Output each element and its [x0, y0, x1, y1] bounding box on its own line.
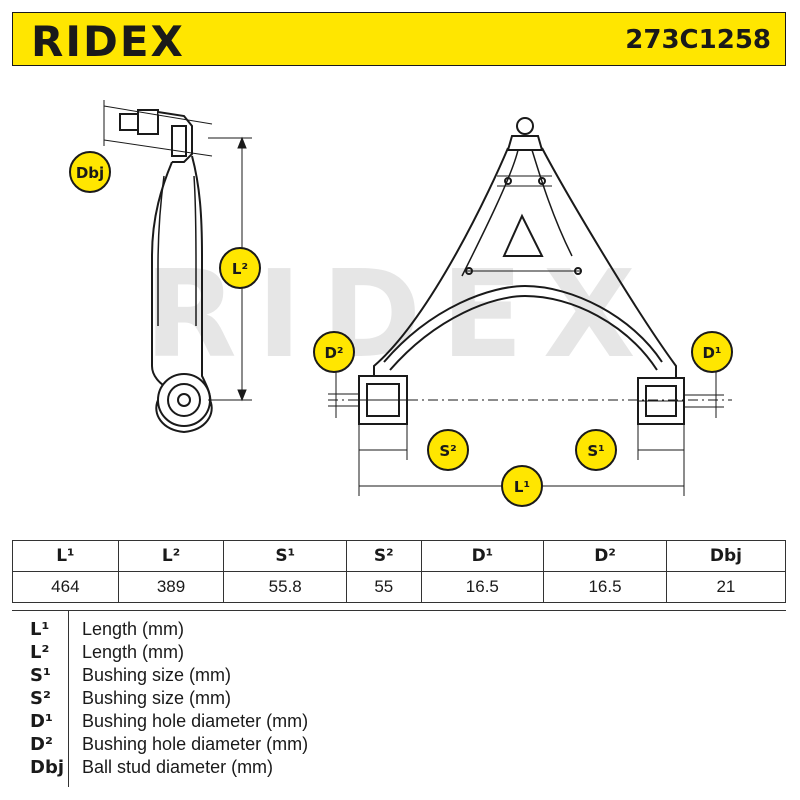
- spec-header: D¹: [420, 540, 545, 572]
- legend-description: Bushing hole diameter (mm): [82, 734, 309, 754]
- legend-item: L² Length (mm): [12, 642, 786, 664]
- legend-description: Bushing hole diameter (mm): [82, 711, 309, 731]
- legend-symbol: S¹: [30, 665, 51, 686]
- svg-text:Dbj: Dbj: [76, 164, 104, 182]
- spec-value: 16.5: [420, 571, 545, 603]
- svg-text:S²: S²: [439, 442, 456, 460]
- svg-text:S¹: S¹: [587, 442, 604, 460]
- legend-item: S¹ Bushing size (mm): [12, 665, 786, 687]
- spec-header: S²: [346, 540, 422, 572]
- legend-item: L¹ Length (mm): [12, 619, 786, 641]
- spec-value: 55.8: [223, 571, 348, 603]
- legend-description: Length (mm): [82, 642, 185, 662]
- svg-text:L¹: L¹: [514, 478, 530, 496]
- dim-label-l1: L¹: [501, 465, 543, 507]
- front-view-arm: [358, 117, 685, 425]
- spec-value: 55: [346, 571, 422, 603]
- spec-value: 464: [12, 571, 119, 603]
- dim-label-s1: S¹: [575, 429, 617, 471]
- spec-value: 16.5: [543, 571, 667, 603]
- side-view-arm: [119, 109, 213, 434]
- legend-symbol: S²: [30, 688, 51, 709]
- legend-item: D¹ Bushing hole diameter (mm): [12, 711, 786, 733]
- specs-value-row: 464 389 55.8 55 16.5 16.5 21: [12, 571, 787, 603]
- legend-description: Bushing size (mm): [82, 665, 232, 685]
- legend-item: D² Bushing hole diameter (mm): [12, 734, 786, 756]
- dim-label-d2: D²: [313, 331, 355, 373]
- technical-drawing: RIDEX: [12, 66, 786, 540]
- spec-header: L²: [117, 540, 225, 572]
- spec-header: Dbj: [665, 540, 787, 572]
- specs-table: L¹ L² S¹ S² D¹ D² Dbj 464 389 55.8 55 16…: [12, 540, 787, 603]
- brand-header: RIDEX 273C1258: [12, 12, 786, 66]
- svg-text:D¹: D¹: [702, 344, 721, 362]
- legend-symbol: D¹: [30, 711, 53, 732]
- legend-symbol: Dbj: [30, 757, 64, 778]
- part-number: 273C1258: [625, 25, 771, 55]
- spec-header: L¹: [12, 540, 119, 572]
- legend-divider: [68, 611, 69, 787]
- svg-text:D²: D²: [324, 344, 343, 362]
- legend-description: Ball stud diameter (mm): [82, 757, 274, 777]
- legend-item: S² Bushing size (mm): [12, 688, 786, 710]
- legend-symbol: L²: [30, 642, 50, 663]
- dim-label-l2: L²: [219, 247, 261, 289]
- spec-value: 389: [117, 571, 225, 603]
- legend-symbol: D²: [30, 734, 53, 755]
- legend-description: Length (mm): [82, 619, 185, 639]
- specs-header-row: L¹ L² S¹ S² D¹ D² Dbj: [12, 540, 787, 572]
- svg-text:L²: L²: [232, 260, 248, 278]
- control-arm-diagram: RIDEX: [69, 100, 733, 507]
- legend-description: Bushing size (mm): [82, 688, 232, 708]
- brand-logo: RIDEX: [31, 17, 185, 66]
- legend-item: Dbj Ball stud diameter (mm): [12, 757, 786, 779]
- dim-label-d1: D¹: [691, 331, 733, 373]
- spec-value: 21: [665, 571, 787, 603]
- dim-label-s2: S²: [427, 429, 469, 471]
- spec-header: D²: [543, 540, 667, 572]
- spec-header: S¹: [223, 540, 348, 572]
- legend-symbol: L¹: [30, 619, 50, 640]
- legend: L¹ Length (mm) L² Length (mm) S¹ Bushing…: [12, 610, 786, 787]
- dim-label-dbj: Dbj: [69, 151, 111, 193]
